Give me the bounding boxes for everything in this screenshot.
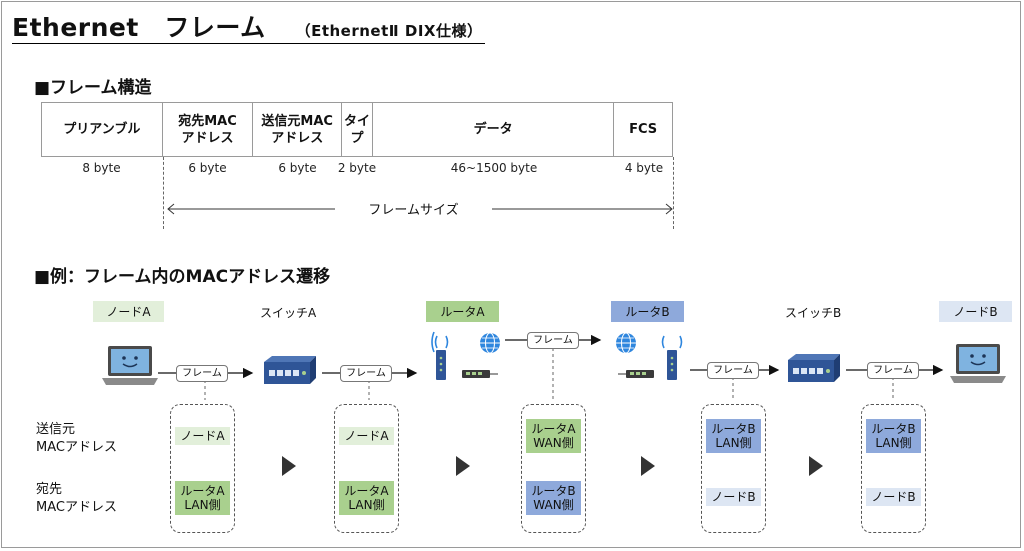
globe-icon — [616, 332, 636, 354]
hop-box-5 — [861, 404, 926, 533]
page-title: Ethernet フレーム （EthernetⅡ DIX仕様） — [12, 8, 482, 44]
hop-box-4 — [701, 404, 766, 533]
section-mac-transition: ■例：フレーム内のMACアドレス遷移 — [34, 267, 331, 287]
size-guide-right — [673, 157, 674, 229]
hop-2-src-text: ノードA — [344, 429, 389, 443]
bytes-data: 46~1500 byte — [450, 161, 538, 175]
play-arrow-icon — [456, 456, 470, 476]
label-router-a: ルータA — [426, 301, 499, 322]
section-frame-structure: ■フレーム構造 — [34, 78, 152, 98]
hop-5-dst: ノードB — [866, 488, 921, 506]
title-sub: （EthernetⅡ DIX仕様） — [295, 22, 483, 40]
bytes-src-mac: 6 byte — [278, 161, 317, 175]
switch-icon — [788, 354, 840, 382]
label-node-a: ノードA — [93, 301, 164, 322]
label-switch-b: スイッチB — [785, 306, 842, 320]
title-main: Ethernet フレーム — [12, 13, 266, 42]
frame-chip-3: フレーム — [527, 332, 579, 349]
router-icon — [431, 331, 498, 380]
field-type-label: タイプ — [344, 113, 371, 146]
link-arrows — [158, 334, 944, 400]
play-arrow-icon — [641, 456, 655, 476]
router-icon — [618, 335, 683, 380]
bytes-dest-mac: 6 byte — [188, 161, 227, 175]
size-guide-left — [163, 157, 164, 229]
field-preamble: プリアンブル — [42, 103, 163, 156]
field-preamble-label: プリアンブル — [63, 122, 141, 137]
frame-chip-2: フレーム — [340, 365, 392, 382]
hop-1-src: ノードA — [175, 427, 230, 445]
hop-box-2 — [334, 404, 399, 533]
field-data: データ — [373, 103, 615, 156]
globe-icon — [480, 332, 500, 354]
bytes-fcs: 4 byte — [624, 161, 664, 175]
frame-chip-1: フレーム — [176, 365, 228, 382]
label-switch-a: スイッチA — [260, 306, 317, 320]
play-arrow-icon — [282, 456, 296, 476]
hop-box-1 — [170, 404, 235, 533]
field-data-label: データ — [473, 122, 513, 137]
laptop-icon — [102, 346, 158, 385]
hop-2-src: ノードA — [339, 427, 394, 445]
frame-chip-5: フレーム — [867, 362, 919, 379]
bytes-type: 2 byte — [337, 161, 377, 175]
hop-4-dst-text: ノードB — [711, 490, 756, 504]
hop-5-dst-text: ノードB — [871, 490, 916, 504]
laptop-icon — [950, 344, 1006, 383]
hop-box-3 — [521, 404, 586, 533]
title-underline — [12, 43, 485, 44]
label-router-b: ルータB — [611, 301, 684, 322]
field-fcs: FCS — [614, 103, 672, 156]
switch-icon — [264, 356, 316, 384]
hop-4-dst: ノードB — [706, 488, 761, 506]
label-node-b: ノードB — [939, 301, 1012, 322]
frame-chip-4: フレーム — [707, 362, 759, 379]
play-arrow-icon — [809, 456, 823, 476]
field-type: タイプ — [342, 103, 373, 156]
bytes-preamble: 8 byte — [82, 161, 121, 175]
field-fcs-label: FCS — [629, 122, 658, 137]
frame-size-label: フレームサイズ — [335, 199, 492, 218]
hop-1-src-text: ノードA — [180, 429, 225, 443]
